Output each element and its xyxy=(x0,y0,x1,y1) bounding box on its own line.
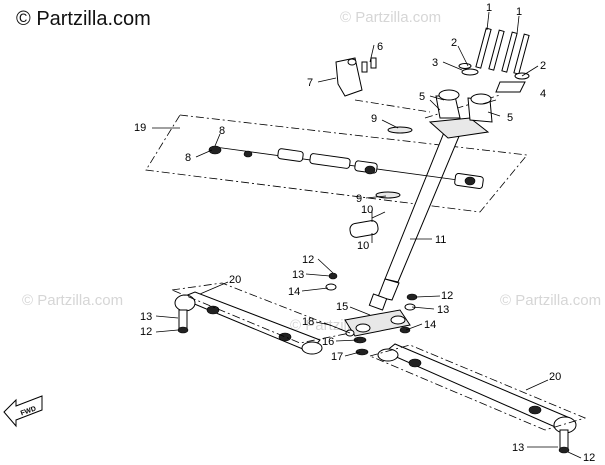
callout-labels: 1 1 2 2 3 4 5 5 6 7 8 8 9 9 10 10 11 12 … xyxy=(134,2,595,464)
callout-12b: 12 xyxy=(441,290,453,302)
steering-column xyxy=(368,129,461,311)
callout-20b: 20 xyxy=(549,371,561,383)
hardware-right xyxy=(399,293,418,334)
callout-14b: 14 xyxy=(424,319,436,331)
mount-bracket xyxy=(335,57,377,97)
bolts xyxy=(475,27,530,75)
washer-9-lower xyxy=(375,191,401,199)
callout-4: 4 xyxy=(540,88,546,100)
callout-2a: 2 xyxy=(451,37,457,49)
callout-17: 17 xyxy=(331,351,343,363)
leader-lines xyxy=(152,11,582,459)
right-tie-rod xyxy=(377,343,577,454)
sleeve-10 xyxy=(349,211,386,238)
callout-11: 11 xyxy=(435,234,446,246)
upper-bracket xyxy=(428,89,493,139)
washer-9-upper xyxy=(387,126,413,134)
callout-15: 15 xyxy=(336,301,348,313)
callout-12c: 12 xyxy=(140,326,152,338)
callout-12d: 12 xyxy=(583,452,595,464)
left-tie-rod-box xyxy=(170,282,352,344)
callout-10b: 10 xyxy=(357,240,369,252)
fwd-arrow-icon: FWD xyxy=(3,395,43,428)
callout-10a: 10 xyxy=(361,204,373,216)
callout-1b: 1 xyxy=(516,6,522,18)
callout-9b: 9 xyxy=(356,193,362,205)
callout-3: 3 xyxy=(432,57,438,69)
callout-13a: 13 xyxy=(292,269,304,281)
inner-linkage xyxy=(208,145,484,190)
callout-7: 7 xyxy=(307,77,313,89)
watermark-top-right: © Partzilla.com xyxy=(340,9,441,26)
callout-8a: 8 xyxy=(219,125,225,137)
callout-20a: 20 xyxy=(229,274,241,286)
callout-13b: 13 xyxy=(437,304,449,316)
callout-2b: 2 xyxy=(540,60,546,72)
callout-5b: 5 xyxy=(507,112,513,124)
callout-12a: 12 xyxy=(302,254,314,266)
copyright-symbol: © xyxy=(16,8,31,30)
watermark-right: © Partzilla.com xyxy=(500,292,601,309)
callout-13d: 13 xyxy=(512,442,524,454)
watermark-left: © Partzilla.com xyxy=(22,292,123,309)
callout-13c: 13 xyxy=(140,311,152,323)
partzilla-logo: © Partzilla.com xyxy=(16,8,151,31)
callout-18: 18 xyxy=(302,316,314,328)
callout-14a: 14 xyxy=(288,286,300,298)
callout-19: 19 xyxy=(134,122,146,134)
callout-1a: 1 xyxy=(486,2,492,14)
callout-5a: 5 xyxy=(419,91,425,103)
right-tie-rod-box xyxy=(368,344,587,431)
callout-8b: 8 xyxy=(185,152,191,164)
brand-name: Partzilla.com xyxy=(36,8,151,30)
callout-9a: 9 xyxy=(371,113,377,125)
callout-16: 16 xyxy=(322,336,334,348)
callout-6: 6 xyxy=(377,41,383,53)
assembly-box xyxy=(145,114,528,213)
